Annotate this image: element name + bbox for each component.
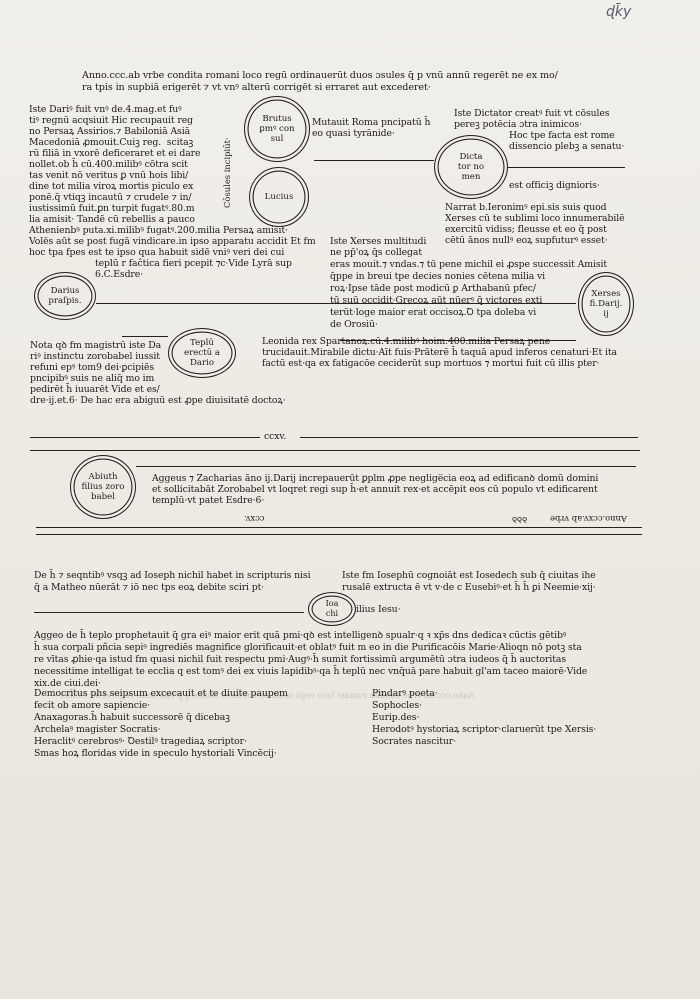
nota-6: dre·ij.et.6· De hac era abiguū est ꝓpe d… — [30, 395, 286, 406]
rule-templum — [122, 336, 168, 337]
rule-xerxes-lower — [340, 340, 576, 341]
dictator-text-2: pereꝫ potēcia ɔtra inimicos· — [454, 119, 582, 130]
xerxes-text-5: roꝝ·Ipse tāde post modicū ꝑ Arthabanū pf… — [330, 283, 536, 294]
flipped-label-mid: ꝺꝺꝺ — [512, 515, 528, 525]
names-right-5: Socrates nascitur· — [372, 736, 456, 747]
aggeo-4: necessitime intelligat te ecclia q est t… — [34, 666, 588, 677]
aggeo-5: xix.de ciui.dei· — [34, 678, 101, 689]
header-line-2: ra tpis in supbiā erigerēt ⁊ vt vnꝰ alte… — [82, 82, 431, 93]
rule-mid-left — [30, 437, 260, 438]
aggeo-2: h̄ sua corpali pñcia sepiꝰ ingrediēs mag… — [34, 642, 582, 653]
rule-mid-second — [30, 450, 640, 451]
names-left-4: Archelaꝰ magister Socratis· — [34, 724, 161, 735]
xerxes-text-3: eras mouit.⁊ vndas.⁊ tū pene michil ei ꝓ… — [330, 259, 608, 270]
rome-text-2: eo quasi tyrānide· — [312, 128, 395, 139]
xerxes-text-4: q̄ppe in breui tpe decies nonies cētena … — [330, 271, 546, 282]
consules-vertical-label: Cōsules incipiūt· — [222, 137, 232, 208]
rule-mid-right — [300, 437, 638, 438]
nota-2: riꝰ instinctu zorobabel iussit — [30, 351, 160, 362]
nota-3: refuni epꝰ tom9 dei·ꝑcipiēs — [30, 362, 155, 373]
leonida-1: Leonida rex Spartanoꝝ.cū.4.milibꝰ hoim.4… — [262, 336, 551, 347]
names-right-3: Eurip.des· — [372, 712, 420, 723]
rule-dictator — [507, 167, 625, 168]
flipped-label-left: ccxv. — [244, 514, 265, 524]
xerxes-text-1: Iste Xerses multitudi — [330, 236, 427, 247]
names-left-3: Anaxagoras.h̄ habuit successorē q̄ diceb… — [34, 712, 230, 723]
ioachim-tail: ilius Iesu· — [356, 604, 401, 615]
lucius-circle: Lucius — [249, 167, 309, 227]
xerxes-text-2: ne pp̄'oꝝ q̄s collegat — [330, 247, 422, 258]
deh-1: De h̄ ⁊ seqntibꝰ vsqꝫ ad Ioseph nichil h… — [34, 570, 311, 581]
mid-rule-label: ccxv. — [264, 431, 287, 442]
dictator-text-1: Iste Dictator creatꝰ fuit vt cōsules — [454, 108, 610, 119]
istefm-2: rusalē extructa ē vt v·de c Eusebiꝰ·et h… — [342, 582, 596, 593]
dictator-text-3: Hoc tpe facta est rome — [509, 130, 615, 141]
ioachim-circle: Ioa chi — [308, 592, 356, 626]
names-left-6: Smas hoꝝ floridas vide in speculo hystor… — [34, 748, 277, 759]
hieronymus-2: Xerses cū te sublimi loco innumerabilē — [445, 213, 625, 224]
aggeus-3: templū·vt patet Esdre·6· — [152, 495, 265, 506]
nota-5: pedirēt h̄ iuuarēt Vide et es/ — [30, 384, 160, 395]
corner-annotation: ɖk̄y — [606, 4, 632, 20]
names-right-2: Sophocles· — [372, 700, 422, 711]
nota-1: Nota qꝺ fm magistrū iste Da — [30, 340, 162, 351]
names-right-4: Herodotꝰ hystoriaꝝ scriptor·claruerūt tp… — [372, 724, 597, 735]
rome-text-1: Mutauit Roma pncipatū h̄ — [312, 117, 431, 128]
rule-consuls — [314, 160, 434, 161]
dictator-circle: Dicta tor no men — [434, 135, 508, 199]
xerxes-text-6: tū suū occidit·Grecoꝝ aūt nūerꝰ q̄ victo… — [330, 295, 543, 306]
abiuth-circle: Abiuth filius zoro babel — [70, 455, 136, 519]
deh-2: q̄ a Matheo nūerāt ⁊ iō nec tps eoꝝ debi… — [34, 582, 265, 593]
aggeo-1: Aggeo de h̄ teplo prophetauit q̄ gra eiꝰ… — [34, 630, 567, 641]
xerxes-text-8: de Orosiū· — [330, 319, 378, 330]
names-left-5: Heraclitꝰ cerebrosꝰ· Ꝺestilꝰ tragediaꝝ s… — [34, 736, 247, 747]
rule-lower-1 — [36, 527, 642, 528]
leonida-2: trucidauit.Mirabile dictu·Aīt fuis·Prāte… — [262, 347, 617, 358]
nota-4: pncipibꝰ suis ne aliq̄ mo im — [30, 373, 155, 384]
names-left-2: fecit ob amore sapiencie· — [34, 700, 151, 711]
hieronymus-4: cētū ānos nullꝰ eoꝝ supfuturꝰ esset· — [445, 235, 608, 246]
aggeo-3: re vītas ꝓhie·qa istud fm quasi nichil f… — [34, 654, 567, 665]
istefm-1: Iste fm Iosephū cognoiāt est Iosedech su… — [342, 570, 596, 581]
darius-circle: Darius praſpis. — [34, 272, 96, 320]
templum-circle: Teplū erectū a Dario — [168, 328, 236, 378]
names-right-1: Pindarꝰ poeta· — [372, 688, 438, 699]
rule-darius-xerxes — [96, 303, 576, 304]
brutus-circle: Brutus ꝑmꝰ con sul — [244, 96, 310, 162]
names-left-1: Democritus phs seipsum excecauit et te d… — [34, 688, 288, 699]
header-line-1: Anno.ccc.ab vrbe condita romani loco reg… — [82, 70, 558, 81]
leonida-3: factū est·qa ex fatigacōe ceciderūt sup … — [262, 358, 600, 369]
rule-abiuth — [136, 466, 636, 467]
rule-lower-2 — [36, 534, 642, 535]
xerxes-circle: Xerses fi.Darij. ij — [578, 272, 634, 336]
hieronymus-3: exercitū vidiss; fleusse et eo q̄ post — [445, 224, 607, 235]
dictator-office-text: est officiꝫ dignioris· — [509, 180, 600, 191]
dictator-text-4: dissencio plebꝫ a senatu· — [509, 141, 625, 152]
xerxes-text-7: terūt·loge maior erat occisoꝝ.Ꝺ tpa dole… — [330, 307, 537, 318]
aggeus-1: Aggeus ⁊ Zacharias āno ij.Darij increpau… — [152, 473, 599, 484]
aggeus-2: et sollicitabāt Zorobabel vt loqret regi… — [152, 484, 598, 495]
hieronymus-1: Narrat b.Ieronimꝰ epi.sis suis quod — [445, 202, 607, 213]
rule-ioachim — [34, 612, 304, 613]
flipped-label-right: Anno.ccxv.ab vrbe — [550, 514, 627, 524]
